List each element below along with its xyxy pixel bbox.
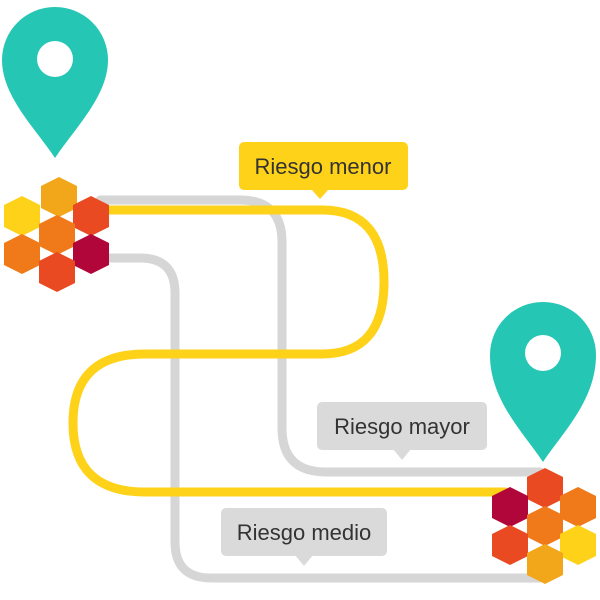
label-medium-risk-text: Riesgo medio [237, 520, 372, 545]
start-hex-cluster [4, 177, 109, 292]
hexagon [41, 177, 77, 217]
hexagon [527, 506, 563, 546]
route-low-risk [68, 205, 510, 497]
label-low-risk-text: Riesgo menor [255, 154, 392, 179]
label-high-risk: Riesgo mayor [317, 402, 487, 460]
hexagon [492, 487, 528, 527]
hexagon [560, 487, 596, 527]
hexagon [4, 234, 40, 274]
hexagon [527, 544, 563, 584]
end-map-pin-icon [490, 302, 596, 462]
end-hex-cluster [492, 468, 596, 584]
start-map-pin-icon [2, 7, 108, 158]
label-medium-risk: Riesgo medio [221, 508, 387, 566]
hexagon [4, 196, 40, 236]
route-high-risk [95, 195, 545, 477]
label-low-risk: Riesgo menor [239, 142, 408, 199]
hexagon [39, 252, 75, 292]
label-high-risk-text: Riesgo mayor [334, 414, 470, 439]
hexagon [560, 525, 596, 565]
hexagon [39, 215, 75, 255]
hexagon [73, 196, 109, 236]
hexagon [492, 525, 528, 565]
hexagon [527, 468, 563, 508]
route-medium-risk [95, 253, 545, 583]
hexagon [73, 234, 109, 274]
